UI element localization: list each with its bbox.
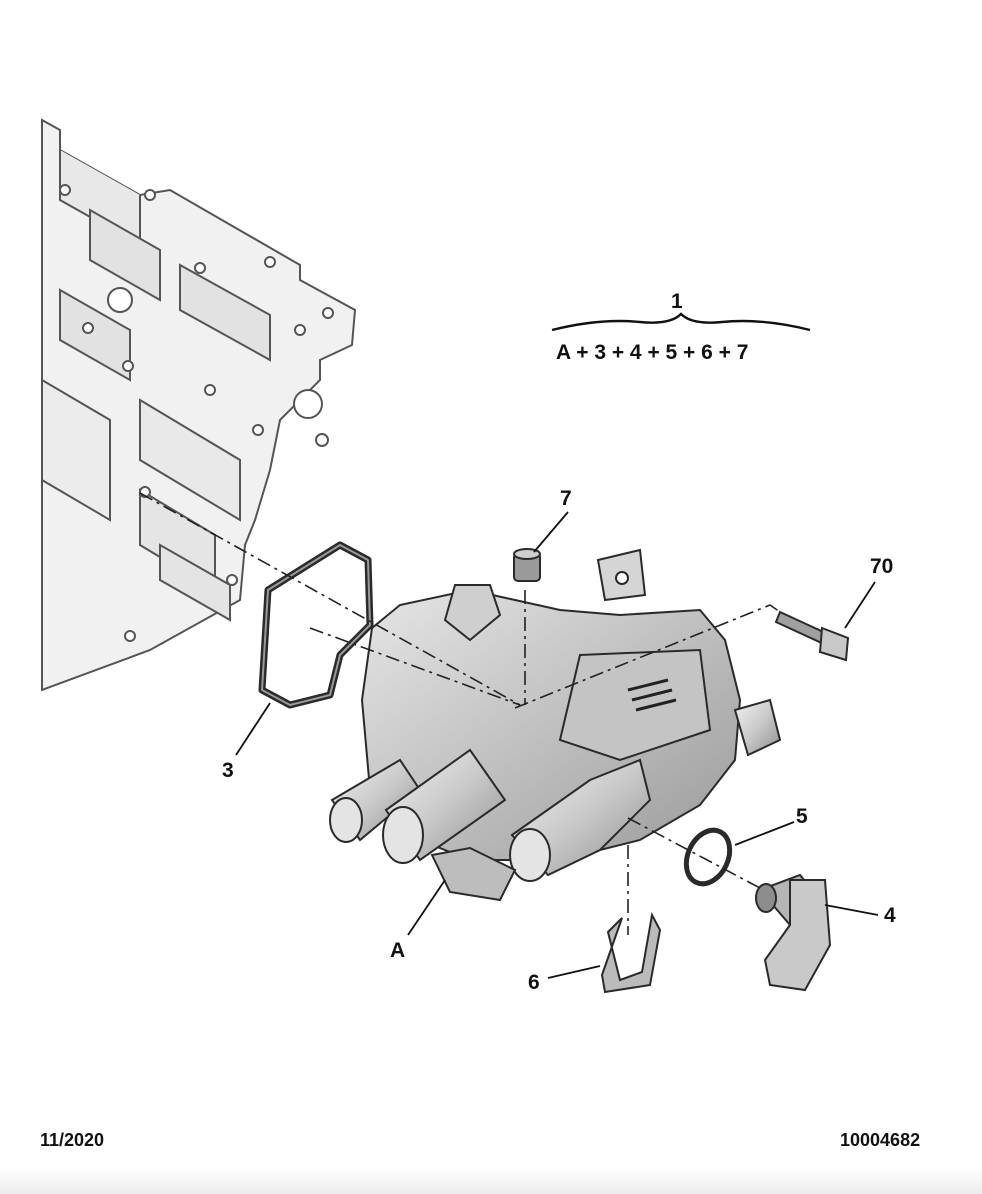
kit-brace	[551, 312, 811, 332]
engine-block	[41, 118, 357, 692]
bleed-cap-part	[513, 548, 541, 582]
bottom-edge-shade	[0, 1168, 982, 1194]
block-bolt-holes	[59, 184, 334, 642]
callout-a: A	[390, 939, 406, 962]
screw-part	[774, 610, 850, 662]
temperature-sensor-part	[755, 873, 832, 992]
leader-lines	[235, 511, 879, 979]
footer-reference-number: 10004682	[840, 1130, 921, 1150]
footer-date: 11/2020	[40, 1130, 105, 1150]
o-ring-part	[683, 827, 733, 887]
thermostat-housing	[329, 548, 782, 902]
assembly-guide-lines	[139, 492, 781, 935]
callout-4: 4	[884, 904, 896, 927]
kit-formula-label: A + 3 + 4 + 5 + 6 + 7	[556, 341, 749, 364]
gasket-part	[258, 541, 374, 709]
callout-6: 6	[528, 971, 540, 994]
callout-5: 5	[796, 805, 808, 828]
retaining-clip-part	[600, 911, 662, 994]
callout-70: 70	[870, 555, 894, 578]
callout-3: 3	[222, 759, 234, 782]
kit-number-label: 1	[671, 290, 683, 313]
callout-7: 7	[560, 487, 572, 510]
